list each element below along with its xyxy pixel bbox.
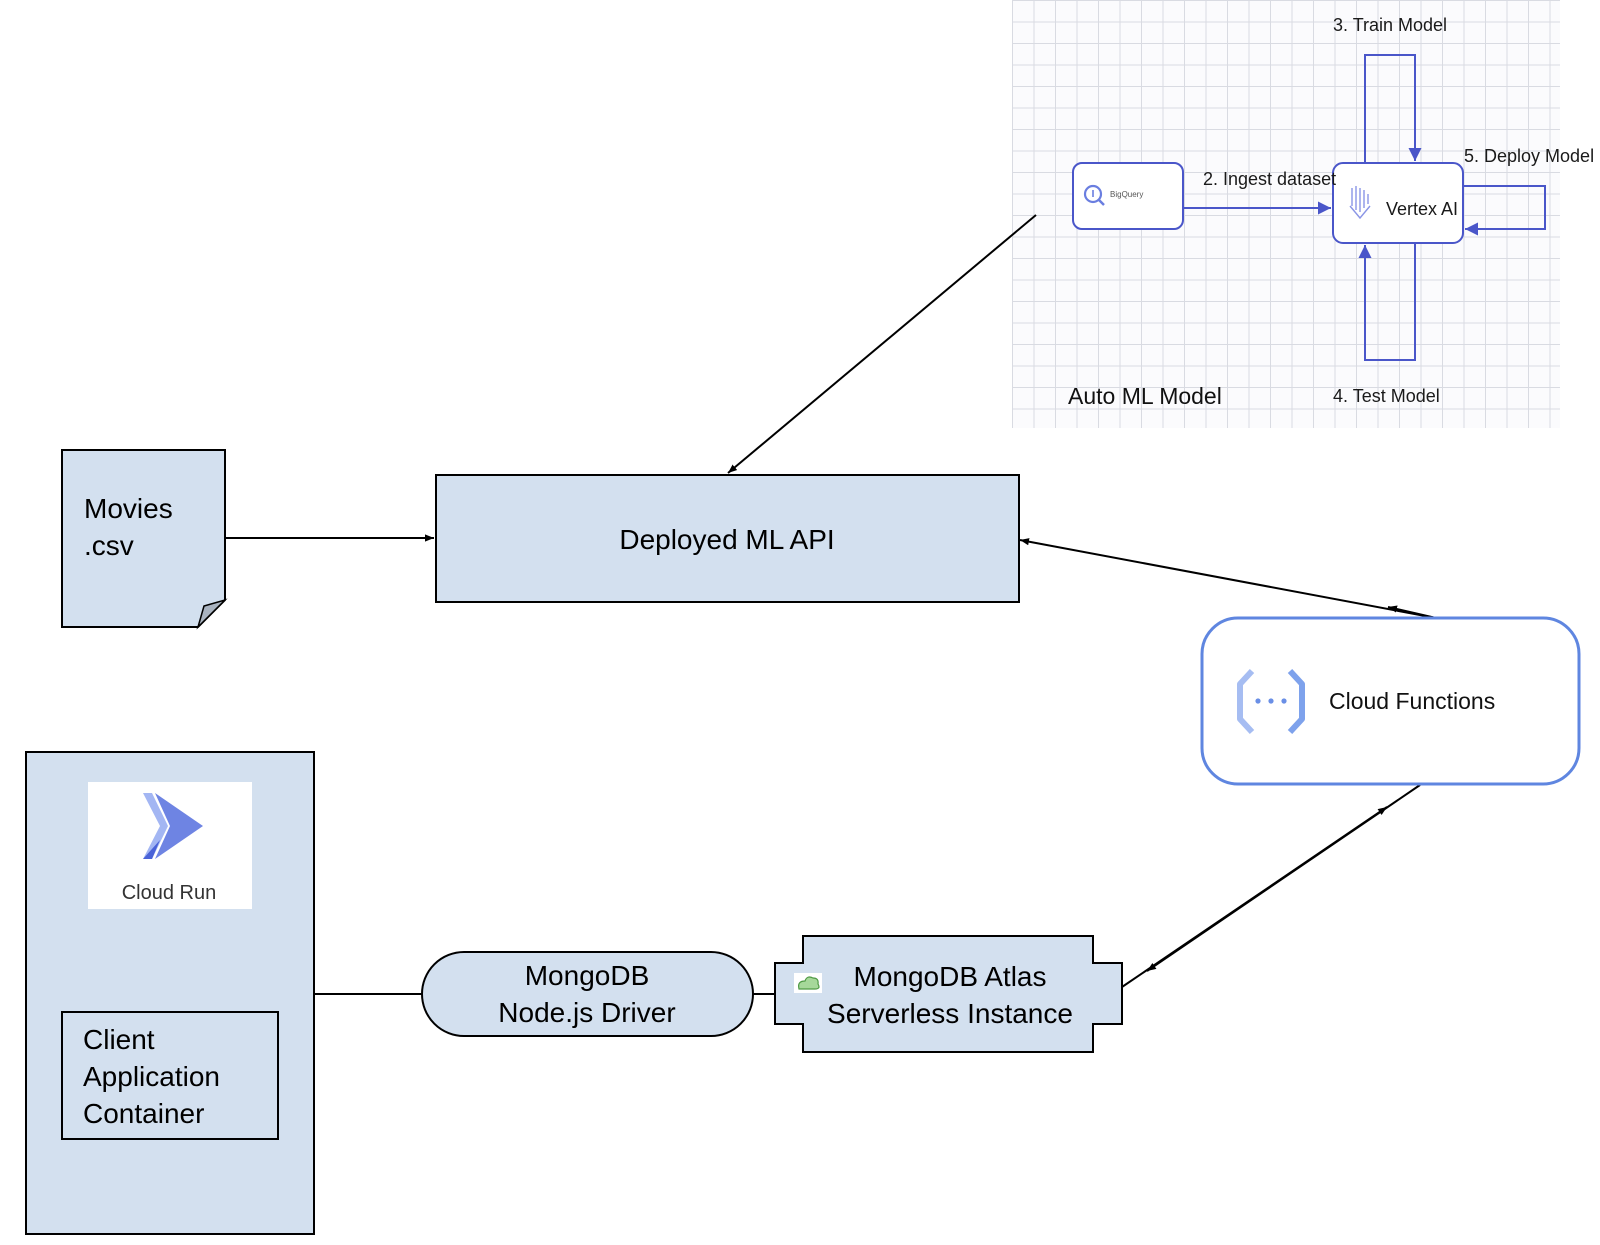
automl-to-api-arrow [727, 214, 1037, 474]
deployed-ml-api-node[interactable]: Deployed ML API [435, 474, 1020, 603]
automl-title: Auto ML Model [1068, 383, 1222, 409]
step-test-label: 4. Test Model [1333, 386, 1440, 406]
bigquery-label: BigQuery [1110, 190, 1143, 199]
movies-label-line1: Movies [84, 493, 173, 524]
client-application-container[interactable]: Client Application Container [61, 1011, 279, 1140]
functions-api-arrow [1019, 538, 1437, 619]
cloud-functions-node[interactable]: Cloud Functions [1200, 616, 1581, 786]
cloud-run-label: Cloud Run [122, 882, 217, 904]
client-label-line2: Application [83, 1061, 220, 1092]
step-deploy-label: 5. Deploy Model [1464, 146, 1594, 166]
deploy-loop-arrow [1463, 185, 1546, 236]
client-label-line3: Container [83, 1098, 204, 1129]
driver-label-line1: MongoDB [525, 960, 650, 991]
cloud-functions-label: Cloud Functions [1329, 688, 1495, 714]
automl-grid-background [1012, 0, 1560, 428]
vertex-ai-label: Vertex AI [1386, 199, 1458, 219]
step-ingest-label: 2. Ingest dataset [1203, 169, 1336, 189]
mongodb-atlas-node[interactable]: MongoDB Atlas Serverless Instance [774, 935, 1123, 1053]
bigquery-icon [1083, 184, 1105, 206]
cloud-run-container[interactable]: Cloud Run Client Application Container [25, 751, 315, 1235]
vertex-ai-node[interactable]: Vertex AI [1332, 162, 1464, 244]
bigquery-node[interactable]: BigQuery [1072, 162, 1184, 230]
atlas-cloud-icon [794, 973, 822, 993]
atlas-label-line2: Serverless Instance [827, 998, 1073, 1029]
movies-label-line2: .csv [84, 530, 134, 561]
driver-label-line2: Node.js Driver [498, 997, 675, 1028]
cloud-run-icon [143, 793, 203, 859]
cloud-functions-icon [1237, 668, 1305, 735]
vertex-ai-icon [1349, 186, 1371, 220]
train-loop-arrow [1364, 54, 1422, 163]
test-loop-arrow [1358, 243, 1416, 361]
automl-inset: BigQuery Vertex AI 2. Ingest dataset 3. … [1068, 15, 1594, 409]
atlas-label-line1: MongoDB Atlas [854, 961, 1047, 992]
step-train-label: 3. Train Model [1333, 15, 1447, 35]
deployed-api-label: Deployed ML API [619, 524, 834, 555]
mongodb-driver-node[interactable]: MongoDB Node.js Driver [421, 951, 754, 1037]
functions-to-atlas-arrow [1146, 784, 1421, 972]
client-label-line1: Client [83, 1024, 155, 1055]
movies-csv-node[interactable]: Movies .csv [61, 449, 228, 630]
